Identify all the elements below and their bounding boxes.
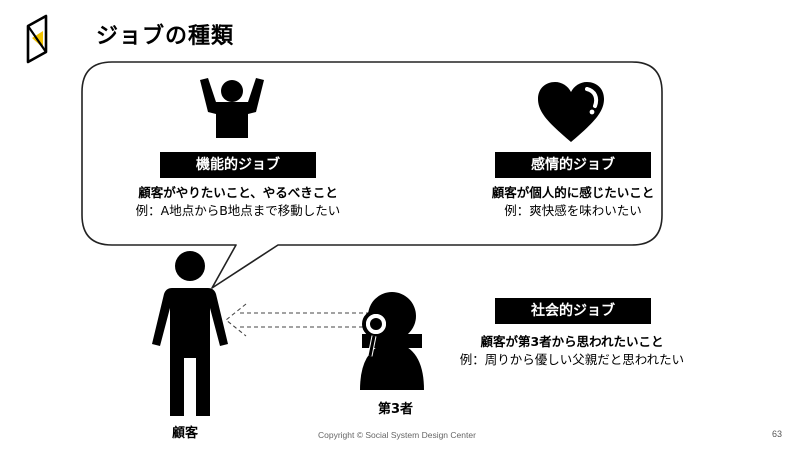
emotional-job-description: 顧客が個人的に感じたいこと [491,185,655,200]
heart-icon [538,82,604,142]
functional-job-description: 顧客がやりたいこと、やるべきこと [138,185,338,200]
customer-label: 顧客 [172,426,199,441]
third-party-label: 第3者 [378,402,414,417]
social-job-label: 社会的ジョブ [495,298,651,324]
functional-job-example: 例：A地点からB地点まで移動したい [135,203,341,218]
emotional-job-label: 感情的ジョブ [495,152,651,178]
magnifying-glass-icon [366,314,386,334]
social-job-description: 顧客が第3者から思われたいこと [480,334,664,349]
social-job-example: 例：周りから優しい父親だと思われたい [459,352,685,367]
functional-job-label: 機能的ジョブ [160,152,316,178]
page-number: 63 [772,429,783,439]
slide-title: ジョブの種類 [96,24,235,49]
emotional-job-example: 例：爽快感を味わいたい [504,203,642,218]
gaze-arrow [225,303,370,337]
third-party-figure [360,292,424,390]
customer-figure [152,251,228,416]
person-arms-raised-icon [200,78,264,138]
copyright-text: Copyright © Social System Design Center [318,430,476,440]
logo [26,14,48,64]
